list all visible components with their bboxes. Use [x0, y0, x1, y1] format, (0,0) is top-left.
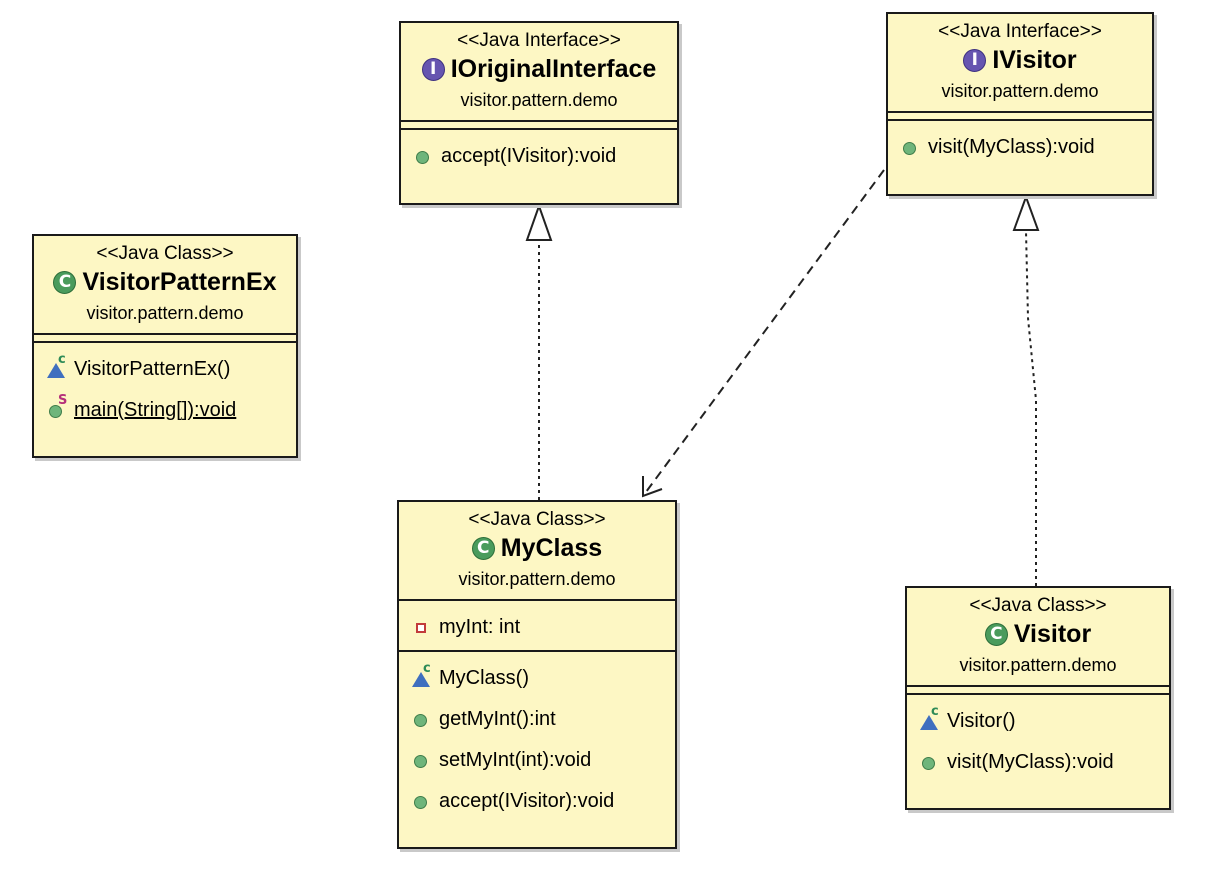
method-row[interactable]: setMyInt(int):void: [411, 740, 675, 781]
method-row[interactable]: visit(MyClass):void: [900, 127, 1152, 168]
class-name: I IOriginalInterface: [401, 52, 677, 86]
realization-arrowhead-ioriginalinterface: [525, 202, 553, 241]
fields-divider: [399, 599, 675, 601]
dependency-arrowhead-myclass: [642, 476, 663, 498]
class-icon: C: [984, 622, 1008, 646]
static-method-icon: S: [46, 394, 68, 422]
public-method-icon: [411, 791, 433, 813]
public-method-icon: [919, 752, 941, 774]
class-icon: C: [53, 270, 77, 294]
attributes-compartment: [34, 333, 296, 343]
stereotype-label: <<Java Class>>: [468, 509, 606, 530]
method-row[interactable]: visit(MyClass):void: [919, 742, 1169, 783]
methods-compartment: accept(IVisitor):void: [401, 130, 677, 185]
methods-divider: [399, 650, 675, 652]
class-name: C Visitor: [907, 617, 1169, 651]
method-label: getMyInt():int: [439, 708, 556, 730]
myclass-box[interactable]: <<Java Class>> C MyClass visitor.pattern…: [397, 500, 677, 849]
method-label: visit(MyClass):void: [928, 136, 1095, 158]
ioriginalinterface-box[interactable]: <<Java Interface>> I IOriginalInterface …: [399, 21, 679, 205]
class-name-label: VisitorPatternEx: [82, 268, 277, 296]
method-label: accept(IVisitor):void: [441, 145, 617, 167]
dependency-ivisitor-myclass: [642, 169, 885, 497]
method-label: Visitor(): [947, 710, 1016, 732]
package-label: visitor.pattern.demo: [460, 90, 618, 110]
class-icon: C: [471, 536, 495, 560]
class-name-label: Visitor: [1013, 620, 1092, 648]
constructor-icon: c: [411, 662, 433, 690]
realization-arrowhead-ivisitor: [1012, 194, 1040, 231]
method-label: main(String[]):void: [74, 399, 237, 421]
method-row[interactable]: c MyClass(): [411, 658, 675, 699]
visitor-box[interactable]: <<Java Class>> C Visitor visitor.pattern…: [905, 586, 1171, 810]
constructor-icon: c: [46, 353, 68, 381]
public-method-icon: [411, 750, 433, 772]
field-label: myInt: int: [439, 616, 521, 638]
myclass-header: <<Java Class>> C MyClass visitor.pattern…: [399, 502, 675, 591]
method-label: VisitorPatternEx(): [74, 358, 231, 380]
package-label: visitor.pattern.demo: [941, 81, 1099, 101]
interface-icon: I: [421, 57, 445, 81]
stereotype-label: <<Java Class>>: [969, 595, 1107, 616]
method-label: visit(MyClass):void: [947, 751, 1114, 773]
methods-compartment: c MyClass() getMyInt():int setMyInt(int)…: [399, 652, 675, 830]
stereotype-label: <<Java Interface>>: [457, 30, 621, 51]
stereotype-label: <<Java Class>>: [96, 243, 234, 264]
attributes-compartment: [888, 111, 1152, 121]
class-name-label: IOriginalInterface: [450, 55, 657, 83]
attributes-compartment: [907, 685, 1169, 695]
package-label: visitor.pattern.demo: [86, 303, 244, 323]
method-row[interactable]: c VisitorPatternEx(): [46, 349, 296, 390]
methods-compartment: c VisitorPatternEx() S main(String[]):vo…: [34, 343, 296, 439]
method-label: MyClass(): [439, 667, 529, 689]
public-method-icon: [411, 709, 433, 731]
method-row[interactable]: S main(String[]):void: [46, 390, 296, 431]
public-method-icon: [900, 137, 922, 159]
method-label: setMyInt(int):void: [439, 749, 592, 771]
class-name: C VisitorPatternEx: [34, 265, 296, 299]
methods-compartment: c Visitor() visit(MyClass):void: [907, 695, 1169, 791]
package-label: visitor.pattern.demo: [959, 655, 1117, 675]
realization-visitor-ivisitor: [1025, 230, 1037, 586]
class-name-label: IVisitor: [992, 46, 1077, 74]
ivisitor-header: <<Java Interface>> I IVisitor visitor.pa…: [888, 14, 1152, 103]
stereotype-label: <<Java Interface>>: [938, 21, 1102, 42]
constructor-icon: c: [919, 705, 941, 733]
attributes-compartment: [401, 120, 677, 130]
class-name-label: MyClass: [500, 534, 603, 562]
class-name: C MyClass: [399, 531, 675, 565]
private-field-icon: [411, 617, 433, 639]
public-method-icon: [413, 146, 435, 168]
method-row[interactable]: accept(IVisitor):void: [411, 781, 675, 822]
fields-compartment: myInt: int: [399, 601, 675, 650]
interface-icon: I: [963, 48, 987, 72]
field-row[interactable]: myInt: int: [411, 607, 675, 648]
method-row[interactable]: accept(IVisitor):void: [413, 136, 677, 177]
visitorpatternex-header: <<Java Class>> C VisitorPatternEx visito…: [34, 236, 296, 325]
method-row[interactable]: getMyInt():int: [411, 699, 675, 740]
ioriginalinterface-header: <<Java Interface>> I IOriginalInterface …: [401, 23, 677, 112]
methods-compartment: visit(MyClass):void: [888, 121, 1152, 176]
package-label: visitor.pattern.demo: [458, 569, 616, 589]
ivisitor-box[interactable]: <<Java Interface>> I IVisitor visitor.pa…: [886, 12, 1154, 196]
method-row[interactable]: c Visitor(): [919, 701, 1169, 742]
method-label: accept(IVisitor):void: [439, 790, 615, 812]
visitorpatternex-box[interactable]: <<Java Class>> C VisitorPatternEx visito…: [32, 234, 298, 458]
visitor-header: <<Java Class>> C Visitor visitor.pattern…: [907, 588, 1169, 677]
class-name: I IVisitor: [888, 43, 1152, 77]
